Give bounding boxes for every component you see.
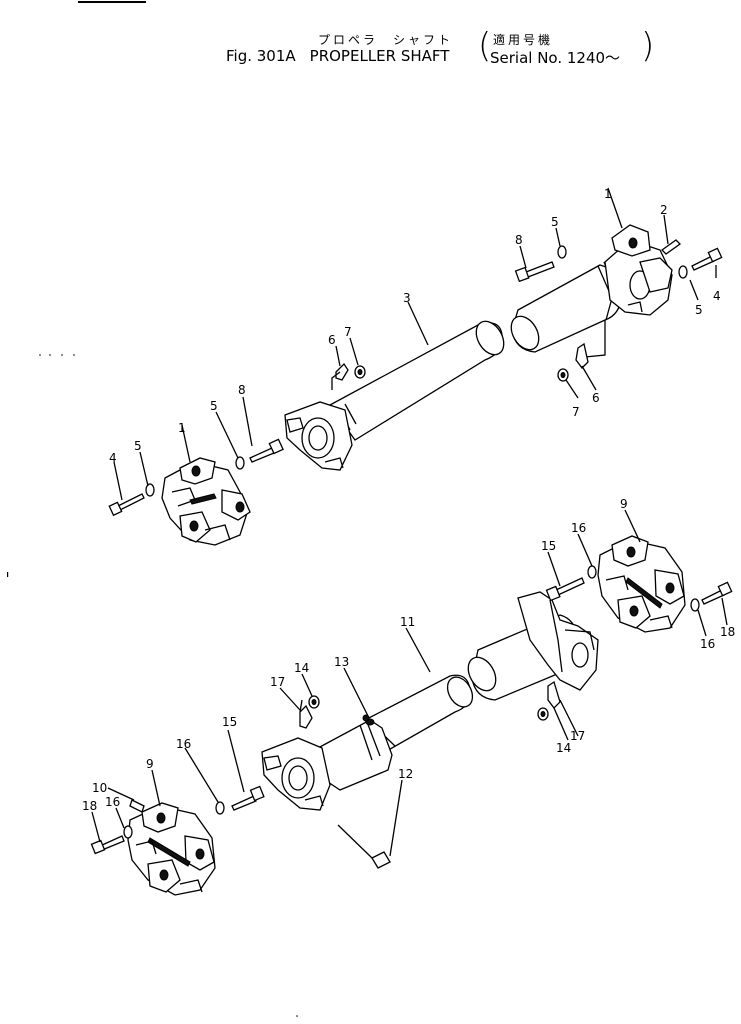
callout-16: 16	[105, 795, 120, 809]
lower-right-coupling	[597, 535, 686, 633]
callout-5: 5	[551, 215, 559, 229]
callout-13: 13	[334, 655, 349, 669]
callout-15: 15	[541, 539, 556, 553]
upper-tube-right	[510, 224, 673, 353]
callout-12: 12	[398, 767, 413, 781]
callout-5: 5	[210, 399, 218, 413]
callout-16: 16	[571, 521, 586, 535]
top-rule	[78, 1, 146, 3]
callout-6: 6	[328, 333, 336, 347]
callout-9: 9	[620, 497, 628, 511]
callout-6: 6	[592, 391, 600, 405]
callout-1: 1	[604, 187, 612, 201]
paren-right: )	[641, 26, 655, 66]
leader-lines	[91, 187, 728, 857]
callout-2: 2	[660, 203, 668, 217]
lower-left-coupling	[127, 802, 216, 896]
upper-tube-left	[284, 320, 505, 471]
lower-tube-right	[467, 591, 599, 701]
callout-16: 16	[700, 637, 715, 651]
callout-5: 5	[695, 303, 703, 317]
figure-name: PROPELLER SHAFT	[309, 47, 450, 65]
callout-10: 10	[92, 781, 107, 795]
serial-range: Serial No. 1240～	[490, 49, 621, 67]
lower-fasteners	[90, 565, 733, 869]
callout-7: 7	[572, 405, 580, 419]
callout-8: 8	[515, 233, 523, 247]
callout-18: 18	[720, 625, 735, 639]
upper-shaft-assembly	[108, 224, 723, 546]
lower-tube-left	[261, 718, 393, 811]
callout-16: 16	[176, 737, 191, 751]
callout-15: 15	[222, 715, 237, 729]
callout-18: 18	[82, 799, 97, 813]
lower-tube-middle	[364, 674, 474, 753]
callout-1: 1	[178, 421, 186, 435]
callout-14: 14	[294, 661, 309, 675]
callout-8: 8	[238, 383, 246, 397]
upper-fasteners	[108, 239, 723, 517]
figure-title: Fig. 301A PROPELLER SHAFT	[226, 47, 463, 65]
applicability-japanese: 適用号機	[493, 33, 554, 47]
callout-11: 11	[400, 615, 415, 629]
callout-labels: 1 1 2 3 4 4 5 5 5 5 6 6 7 7 8 8 9 9 10 1…	[82, 187, 735, 813]
callout-5: 5	[134, 439, 142, 453]
callout-17: 17	[570, 729, 585, 743]
callout-4: 4	[109, 451, 117, 465]
callout-14: 14	[556, 741, 571, 755]
upper-left-universal-joint	[161, 457, 251, 546]
callout-7: 7	[344, 325, 352, 339]
callout-9: 9	[146, 757, 154, 771]
callout-3: 3	[403, 291, 411, 305]
callout-4: 4	[713, 289, 721, 303]
callout-17: 17	[270, 675, 285, 689]
figure-number: Fig. 301A	[226, 47, 296, 65]
paren-left: (	[478, 26, 492, 66]
lower-shaft-assembly	[90, 535, 733, 896]
title-japanese: プロペラ シャフト	[318, 33, 454, 47]
scan-specks	[7, 354, 298, 1017]
